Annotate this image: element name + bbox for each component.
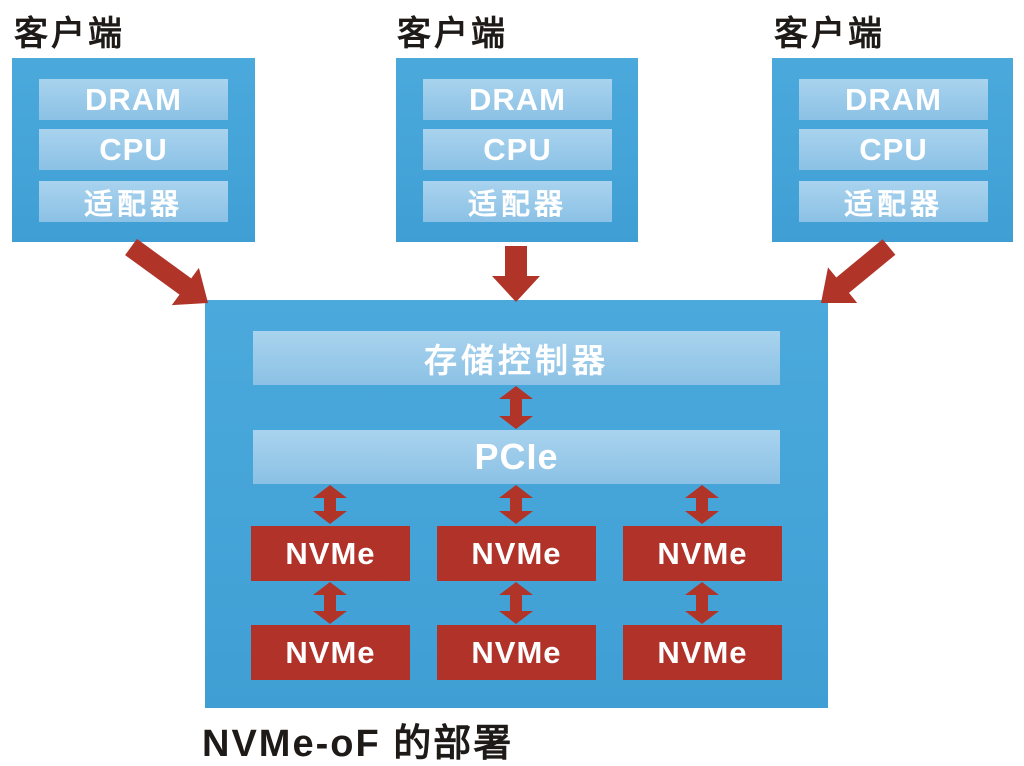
client-3-box: DRAM CPU 适配器 [772,58,1013,242]
client-1-label: 客户端 [14,15,125,53]
client-1-adapter-bar: 适配器 [39,181,228,222]
client-1-dram-bar: DRAM [39,79,228,120]
client-1-cpu-bar: CPU [39,129,228,170]
pcie-bus-bar: PCIe [253,430,780,484]
client-2-label: 客户端 [397,15,508,53]
client-2-adapter-bar: 适配器 [423,181,612,222]
arrow-client-2-to-storage [492,246,540,302]
client-3-adapter-bar: 适配器 [799,181,988,222]
client-3-dram-bar: DRAM [799,79,988,120]
arrow-client-1-to-storage [125,238,208,306]
arrow-client-3-to-storage [821,239,896,303]
nvme-box-2: NVMe [437,526,596,581]
nvme-box-3: NVMe [623,526,782,581]
nvme-box-1: NVMe [251,526,410,581]
client-3-cpu-bar: CPU [799,129,988,170]
nvme-box-4: NVMe [251,625,410,680]
storage-box: 存储控制器 PCIe NVMe NVMe NVMe NVMe NVMe NVMe [205,300,828,708]
nvme-box-5: NVMe [437,625,596,680]
nvme-box-6: NVMe [623,625,782,680]
client-1-box: DRAM CPU 适配器 [12,58,255,242]
deployment-caption: NVMe-oF 的部署 [202,723,514,765]
client-3-label: 客户端 [774,15,885,53]
client-2-cpu-bar: CPU [423,129,612,170]
storage-controller-bar: 存储控制器 [253,331,780,385]
client-2-dram-bar: DRAM [423,79,612,120]
client-2-box: DRAM CPU 适配器 [396,58,638,242]
